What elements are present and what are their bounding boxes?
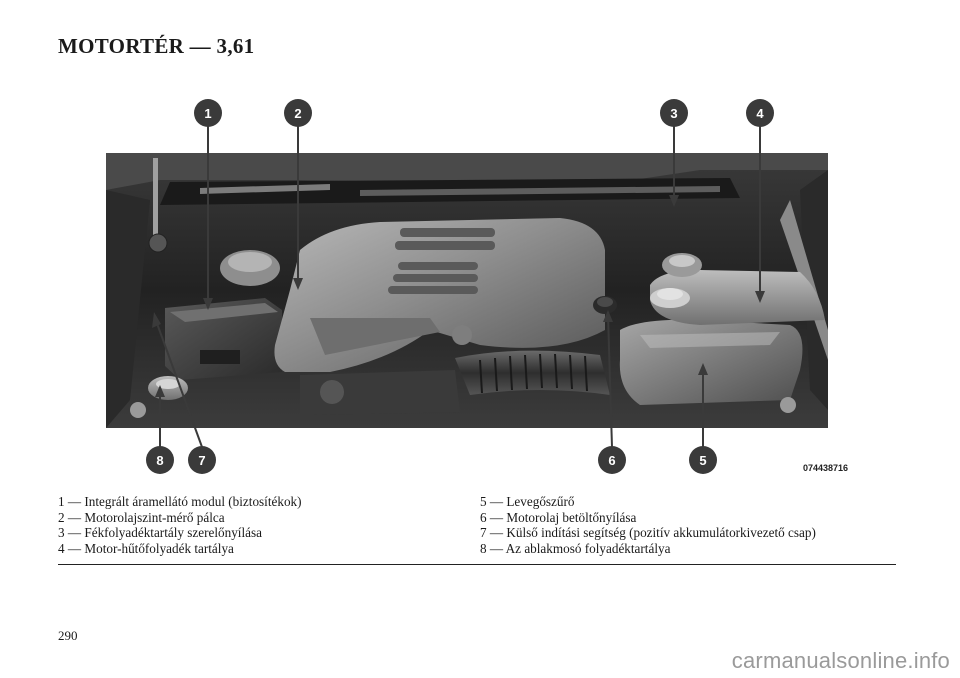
svg-text:4: 4 (756, 106, 764, 121)
callout-leaders (154, 126, 761, 448)
legend-right-column: 5 — Levegőszűrő 6 — Motorolaj betöltőnyí… (480, 494, 816, 556)
callout-1: 1 (194, 99, 222, 127)
legend-item: 5 — Levegőszűrő (480, 494, 575, 509)
legend-item: 3 — Fékfolyadéktartály szerelőnyílása (58, 525, 262, 540)
legend-item: 4 — Motor-hűtőfolyadék tartálya (58, 540, 234, 556)
callout-3: 3 (660, 99, 688, 127)
callout-2: 2 (284, 99, 312, 127)
callout-6: 6 (598, 446, 626, 474)
legend-item: 7 — Külső indítási segítség (pozitív akk… (480, 525, 816, 540)
svg-text:3: 3 (670, 106, 677, 121)
legend-item: 1 — Integrált áramellátó modul (biztosít… (58, 494, 302, 509)
engine-photo (106, 153, 828, 428)
callout-arrowheads (152, 195, 765, 397)
svg-text:6: 6 (608, 453, 615, 468)
svg-text:8: 8 (156, 453, 163, 468)
page-title: MOTORTÉR — 3,61 (58, 34, 255, 58)
callout-5: 5 (689, 446, 717, 474)
engine-compartment-illustration: 1 2 3 4 8 7 6 5 074438716 (106, 99, 848, 474)
legend-item: 2 — Motorolajszint-mérő pálca (58, 509, 225, 525)
legend-divider (58, 564, 896, 565)
watermark: carmanualsonline.info (731, 648, 950, 673)
svg-text:2: 2 (294, 106, 301, 121)
callout-7: 7 (188, 446, 216, 474)
svg-text:1: 1 (204, 106, 211, 121)
legend-item: 6 — Motorolaj betöltőnyílása (480, 509, 637, 525)
svg-text:7: 7 (198, 453, 205, 468)
legend-left-column: 1 — Integrált áramellátó modul (biztosít… (58, 494, 302, 556)
callout-8: 8 (146, 446, 174, 474)
callout-4: 4 (746, 99, 774, 127)
legend-item: 8 — Az ablakmosó folyadéktartálya (480, 540, 671, 556)
figure-code: 074438716 (803, 463, 848, 473)
page-number: 290 (58, 628, 78, 643)
svg-text:5: 5 (699, 453, 706, 468)
